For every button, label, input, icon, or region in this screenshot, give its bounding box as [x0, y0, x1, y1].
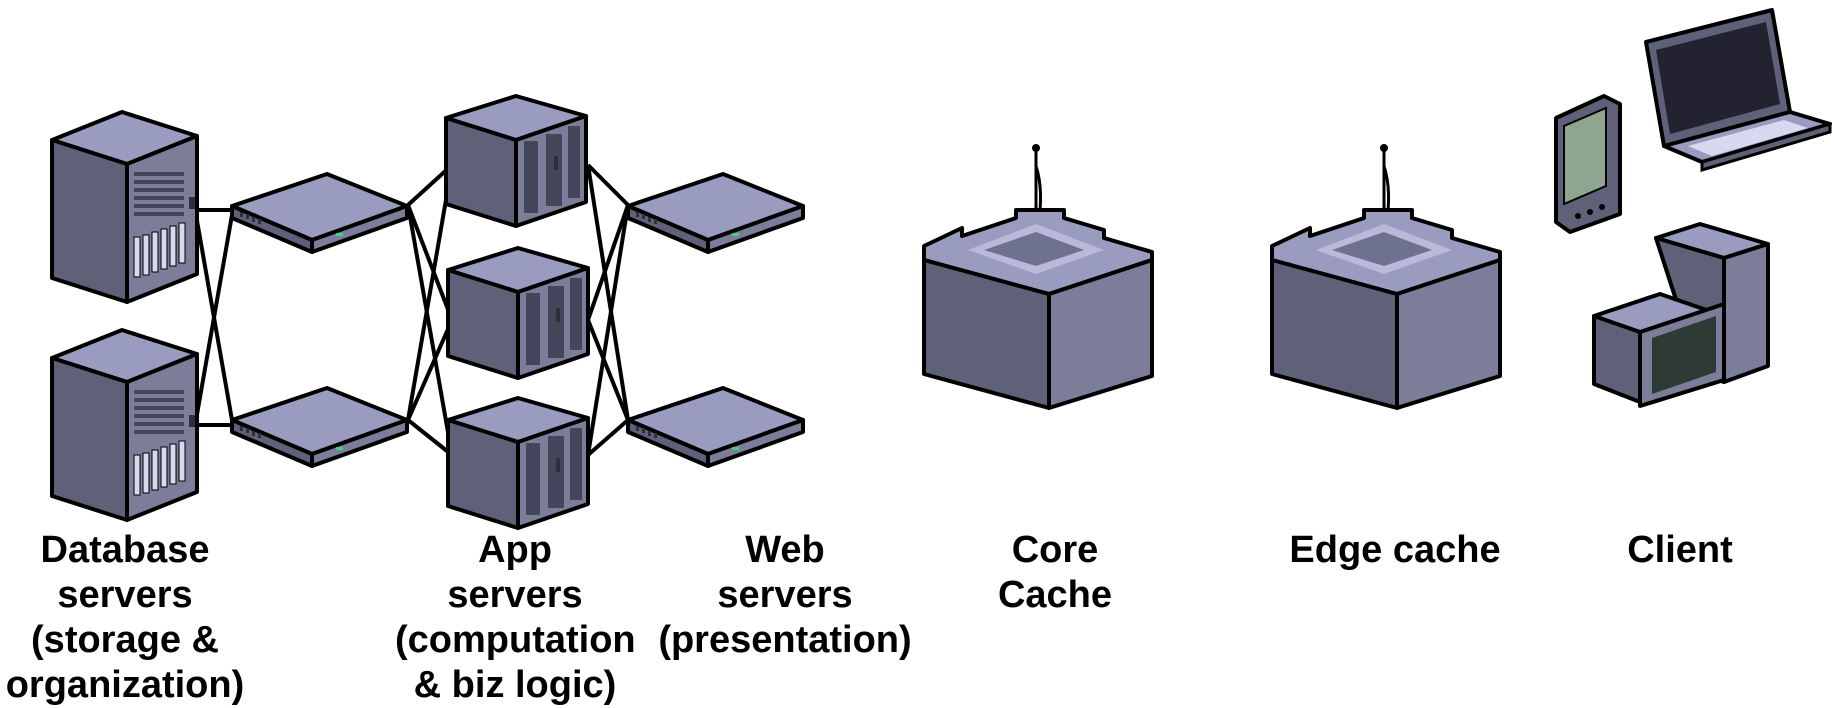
app-server-3-icon: [446, 396, 590, 530]
laptop-icon: [1644, 8, 1832, 173]
edge-cache-icon: [1270, 142, 1502, 410]
database-server-top-icon: [50, 110, 199, 304]
web-server-top-icon: [626, 172, 805, 254]
connection-lines: [194, 163, 630, 457]
switch-top-icon: [230, 172, 409, 254]
edge-cache-label: Edge cache: [1289, 529, 1501, 571]
app-server-2-icon: [446, 246, 590, 380]
switch-bottom-icon: [230, 386, 409, 468]
app-server-1-icon: [444, 94, 588, 228]
pda-icon: [1554, 94, 1622, 234]
database-server-bottom-icon: [50, 328, 199, 522]
client-label: Client: [1627, 529, 1733, 571]
web-server-bottom-icon: [626, 386, 805, 468]
core-cache-icon: [922, 142, 1154, 410]
desktop-computer-icon: [1592, 222, 1770, 408]
